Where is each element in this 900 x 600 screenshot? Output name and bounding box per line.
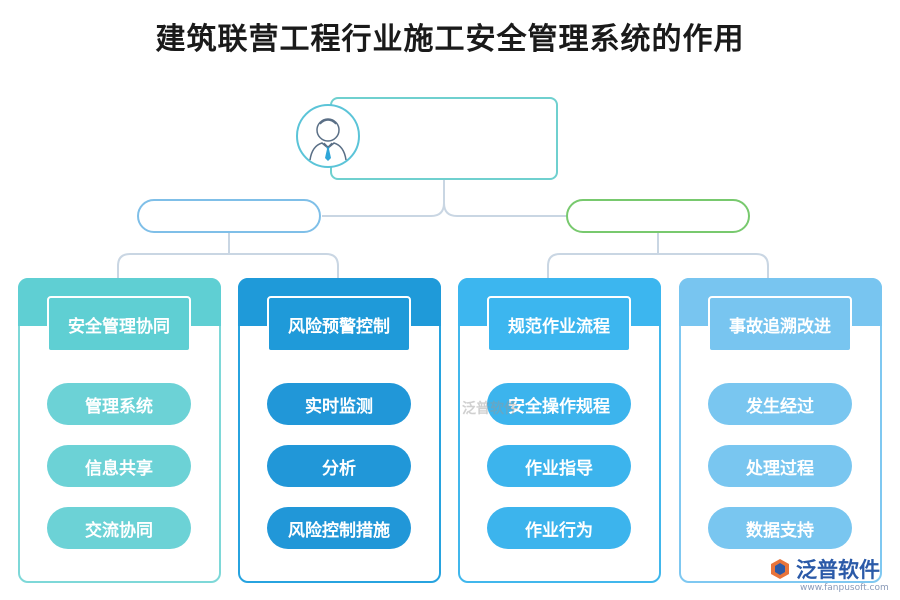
column-item: 实时监测: [267, 383, 411, 425]
column-heading: 事故追溯改进: [708, 296, 852, 352]
column-heading: 风险预警控制: [267, 296, 411, 352]
brand-url: www.fanpusoft.com: [800, 583, 889, 593]
fanpu-logo-icon: [771, 559, 789, 579]
person-tie-icon: [296, 104, 360, 168]
column-item: 安全操作规程: [487, 383, 631, 425]
column-item: 作业指导: [487, 445, 631, 487]
branch-pill-left: [137, 199, 321, 233]
page-title: 建筑联营工程行业施工安全管理系统的作用: [155, 22, 745, 57]
column-item: 信息共享: [47, 445, 191, 487]
column-accident-trace: 事故追溯改进 发生经过 处理过程 数据支持: [679, 278, 882, 583]
root-node-box: [330, 97, 558, 180]
column-item: 分析: [267, 445, 411, 487]
column-standard-process: 规范作业流程 安全操作规程 作业指导 作业行为: [458, 278, 661, 583]
brand-logo: 泛普软件: [768, 554, 880, 584]
column-item: 数据支持: [708, 507, 852, 549]
column-item: 交流协同: [47, 507, 191, 549]
branch-pill-right: [566, 199, 750, 233]
column-heading: 安全管理协同: [47, 296, 191, 352]
column-item: 风险控制措施: [267, 507, 411, 549]
brand-name: 泛普软件: [796, 558, 880, 582]
column-item: 处理过程: [708, 445, 852, 487]
column-safety-coordination: 安全管理协同 管理系统 信息共享 交流协同: [18, 278, 221, 583]
column-heading: 规范作业流程: [487, 296, 631, 352]
column-item: 发生经过: [708, 383, 852, 425]
column-item: 管理系统: [47, 383, 191, 425]
column-risk-warning: 风险预警控制 实时监测 分析 风险控制措施: [238, 278, 441, 583]
column-item: 作业行为: [487, 507, 631, 549]
